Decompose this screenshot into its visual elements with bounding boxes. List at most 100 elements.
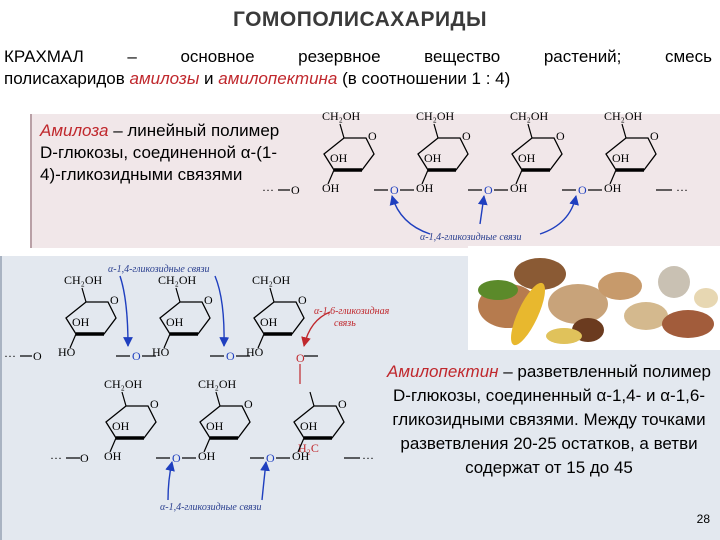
ch2oh-label: CH₂OH bbox=[158, 273, 197, 287]
ch2oh-bond bbox=[215, 391, 221, 407]
chain-oxygen-label: O bbox=[80, 451, 89, 465]
oh-label: OH bbox=[612, 151, 630, 165]
ch2oh-label: CH₂OH bbox=[322, 109, 361, 123]
ch2oh-label: CH₂OH bbox=[416, 109, 455, 123]
oh-label: OH bbox=[292, 449, 310, 463]
ho-label: HO bbox=[246, 345, 264, 359]
bond16-label-l1: α-1,6-гликозидная bbox=[314, 306, 390, 317]
amylose-desc-text: – линейный полимер D-глюкозы, соединенно… bbox=[40, 121, 280, 184]
oh-label: OH bbox=[72, 315, 90, 329]
oh-bond bbox=[257, 333, 265, 349]
oh-bond bbox=[327, 169, 335, 185]
ring-oxygen-label: O bbox=[204, 293, 213, 307]
ring-oxygen-label: O bbox=[338, 397, 347, 411]
ch2oh-bond bbox=[81, 287, 87, 303]
intro-word: основное bbox=[180, 47, 255, 66]
ring-oxygen-label: O bbox=[110, 293, 119, 307]
amylopectin-description: Амилопектин – разветвленный полимер D-гл… bbox=[378, 360, 720, 480]
chain-oxygen-label: O bbox=[291, 183, 300, 197]
oh-bond bbox=[163, 333, 171, 349]
amylopectin-desc-text: – разветвленный полимер D-глюкозы, соеди… bbox=[392, 362, 711, 477]
ring-oxygen-label: O bbox=[368, 129, 377, 143]
chain-dots: ··· bbox=[362, 451, 374, 465]
intro-word: вещество bbox=[424, 47, 501, 66]
intro-text: (в соотношении 1 : 4) bbox=[337, 69, 511, 88]
food-photo bbox=[468, 246, 720, 350]
oh-label: OH bbox=[104, 449, 122, 463]
ch2oh-label: CH₂OH bbox=[198, 377, 237, 391]
chain-dots: ··· bbox=[50, 451, 62, 465]
ch2oh-label: CH₂OH bbox=[104, 377, 143, 391]
amylopectin-desc-term: Амилопектин bbox=[387, 362, 499, 381]
h2c-label: H₂C bbox=[298, 441, 319, 455]
oh-bond bbox=[297, 437, 305, 453]
intro-text: полисахаридов bbox=[4, 69, 130, 88]
intro-word: смесь bbox=[664, 47, 712, 66]
oh-bond bbox=[203, 437, 211, 453]
oh-label: OH bbox=[112, 419, 130, 433]
chain-dots: ··· bbox=[4, 349, 16, 363]
bridge-oxygen-label: O bbox=[578, 183, 587, 197]
bridge-oxygen-label: O bbox=[390, 183, 399, 197]
page-number: 28 bbox=[696, 512, 710, 526]
intro-paragraph: КРАХМАЛ – основное резервное вещество ра… bbox=[4, 46, 712, 90]
oh-label: OH bbox=[198, 449, 216, 463]
intro-text: и bbox=[199, 69, 219, 88]
ch2oh-label: CH₂OH bbox=[604, 109, 643, 123]
slide-title: ГОМОПОЛИСАХАРИДЫ bbox=[232, 8, 488, 31]
oh-label: OH bbox=[330, 151, 348, 165]
ch2oh-bond bbox=[527, 123, 533, 139]
bond14-label-top: α-1,4-гликозидные связи bbox=[108, 264, 210, 275]
ring-oxygen-label: O bbox=[150, 397, 159, 411]
bridge-oxygen-label: O bbox=[172, 451, 181, 465]
ring-oxygen-label: O bbox=[298, 293, 307, 307]
ch2oh-bond bbox=[621, 123, 627, 139]
oh-label: OH bbox=[166, 315, 184, 329]
oh-bond bbox=[515, 169, 523, 185]
ch2oh-bond bbox=[309, 391, 315, 407]
oh-label: OH bbox=[416, 181, 434, 195]
oh-label: OH bbox=[510, 181, 528, 195]
ch2oh-bond bbox=[339, 123, 345, 139]
oh-label: OH bbox=[322, 181, 340, 195]
ring-oxygen-label: O bbox=[556, 129, 565, 143]
bond-arrows bbox=[119, 195, 579, 501]
intro-word: резервное bbox=[298, 47, 381, 66]
branch-oxygen-label: O bbox=[296, 351, 305, 365]
ch2oh-bond bbox=[269, 287, 275, 303]
ch2oh-bond bbox=[433, 123, 439, 139]
ch2oh-label: CH₂OH bbox=[252, 273, 291, 287]
chain-dots: ··· bbox=[676, 183, 688, 197]
amylose-term: амилозы bbox=[129, 69, 200, 88]
amylose-panel bbox=[30, 114, 720, 248]
ho-label: HO bbox=[58, 345, 76, 359]
oh-label: OH bbox=[518, 151, 536, 165]
oh-bond bbox=[609, 169, 617, 185]
ho-label: HO bbox=[152, 345, 170, 359]
ring-oxygen-label: O bbox=[244, 397, 253, 411]
chain-dots: ··· bbox=[262, 183, 274, 197]
bridge-oxygen-label: O bbox=[484, 183, 493, 197]
amylose-description: Амилоза – линейный полимер D-глюкозы, со… bbox=[40, 120, 280, 186]
oh-bond bbox=[109, 437, 117, 453]
oh-bond bbox=[69, 333, 77, 349]
ch2oh-label: CH₂OH bbox=[64, 273, 103, 287]
bridge-oxygen-label: O bbox=[266, 451, 275, 465]
oh-label: OH bbox=[206, 419, 224, 433]
ch2oh-bond bbox=[175, 287, 181, 303]
intro-word: растений; bbox=[543, 47, 622, 66]
amylopectin-term: амилопектина bbox=[218, 69, 338, 88]
oh-label: OH bbox=[424, 151, 442, 165]
oh-label: OH bbox=[604, 181, 622, 195]
bond16-label-l2: связь bbox=[334, 318, 356, 329]
oh-bond bbox=[421, 169, 429, 185]
bond14-label-amylose: α-1,4-гликозидные связи bbox=[420, 232, 522, 243]
bridge-oxygen-label: O bbox=[226, 349, 235, 363]
ch2oh-label: CH₂OH bbox=[510, 109, 549, 123]
ring-oxygen-label: O bbox=[650, 129, 659, 143]
intro-term: КРАХМАЛ bbox=[4, 47, 84, 66]
oh-label: OH bbox=[260, 315, 278, 329]
bond14-label-bottom: α-1,4-гликозидные связи bbox=[160, 502, 262, 513]
ring-oxygen-label: O bbox=[462, 129, 471, 143]
